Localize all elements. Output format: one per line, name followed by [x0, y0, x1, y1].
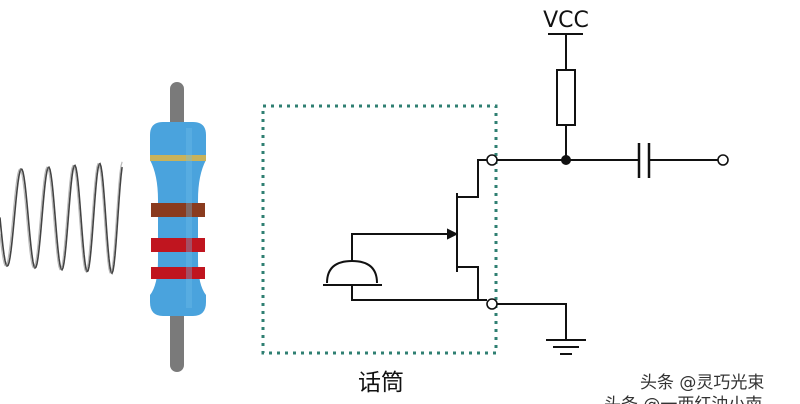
- microphone-icon: [323, 259, 382, 286]
- circuit-wires: [351, 33, 718, 340]
- transistor-icon: [447, 193, 467, 272]
- vcc-label: VCC: [543, 8, 589, 33]
- source-terminal: [486, 298, 498, 310]
- sound-wave-icon: [0, 161, 123, 275]
- watermark-line1: 头条 @灵巧光束: [640, 373, 764, 393]
- watermark-line2: 头条 @一西红油小南: [604, 395, 762, 404]
- output-terminal: [717, 154, 729, 166]
- capacitor-icon: [637, 143, 651, 178]
- microphone-box: [261, 104, 498, 355]
- ground-icon: [546, 339, 586, 355]
- junction-dot: [561, 155, 571, 165]
- color-band-resistor-icon: [150, 82, 206, 372]
- microphone-label: 话筒: [358, 370, 404, 396]
- drain-terminal: [486, 154, 498, 166]
- pullup-resistor-icon: [556, 69, 576, 126]
